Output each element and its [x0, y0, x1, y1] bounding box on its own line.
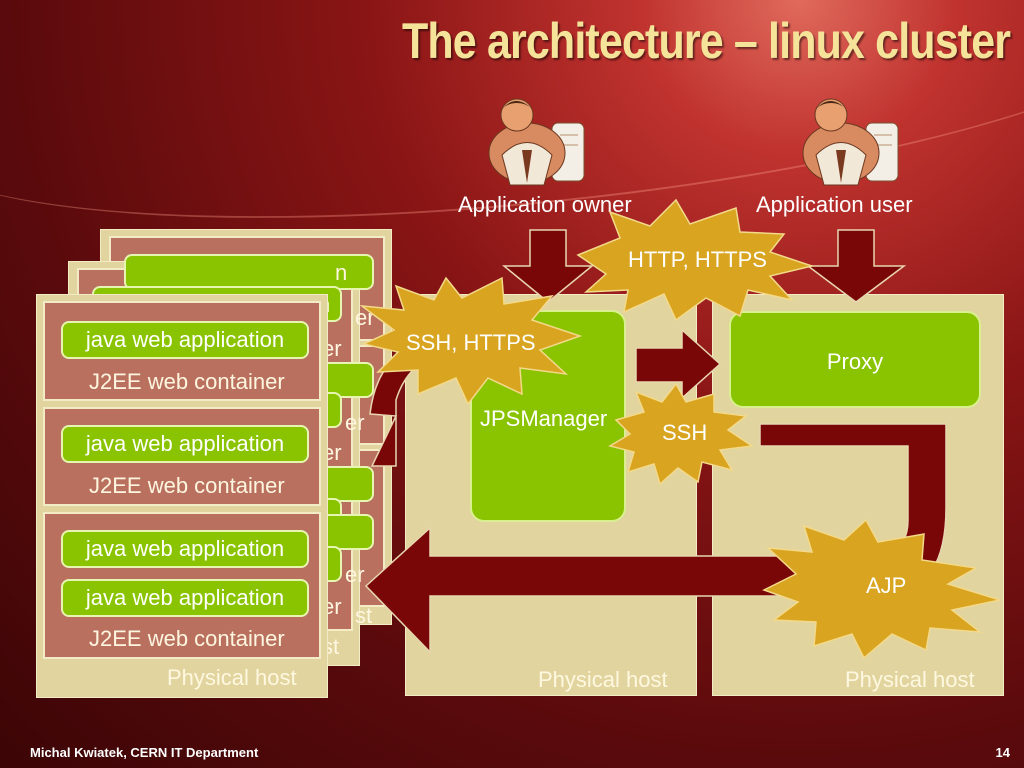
slide-title: The architecture – linux cluster	[401, 13, 1011, 69]
owner-icon	[488, 98, 585, 186]
user-icon	[802, 98, 899, 186]
java-web-application: java web application	[61, 321, 309, 359]
owner-label: Application owner	[458, 192, 632, 217]
j2ee-container-1: java web application J2EE web container	[43, 301, 321, 401]
jpsmanager-label: JPSManager	[480, 406, 608, 431]
page-number: 14	[995, 745, 1010, 760]
proxy-node: Proxy	[729, 311, 981, 408]
java-web-application-back	[124, 254, 374, 290]
container-label: J2EE web container	[89, 473, 285, 498]
back-fragment: er	[345, 410, 365, 435]
java-web-application: java web application	[61, 579, 309, 617]
back-fragment: er	[345, 562, 365, 587]
footer-author: Michal Kwiatek, CERN IT Department	[30, 745, 259, 760]
burst-ajp	[762, 518, 1001, 660]
arrow-manager-to-proxy	[635, 328, 722, 400]
arrow-owner-to-manager	[501, 229, 595, 303]
physical-host-label: Physical host	[538, 667, 668, 692]
back-fragment: st	[355, 603, 373, 628]
protocol-ssh-https: SSH, HTTPS	[406, 330, 536, 355]
protocol-ssh: SSH	[662, 420, 708, 445]
protocol-http-https: HTTP, HTTPS	[628, 247, 767, 272]
burst-http-https	[576, 198, 815, 322]
java-web-application: java web application	[61, 530, 309, 568]
back-fragment: n	[335, 260, 348, 285]
burst-ssh	[608, 382, 755, 486]
burst-ssh-https	[359, 276, 583, 406]
container-label: J2EE web container	[89, 626, 285, 651]
arrow-user-to-proxy	[805, 229, 907, 303]
j2ee-container-3: java web application java web applicatio…	[43, 512, 321, 659]
j2ee-container-2: java web application J2EE web container	[43, 407, 321, 506]
physical-host-front: java web application J2EE web container …	[36, 294, 328, 698]
physical-host-label: Physical host	[167, 665, 297, 690]
java-web-application: java web application	[61, 425, 309, 463]
physical-host-label: Physical host	[845, 667, 975, 692]
container-label: J2EE web container	[89, 369, 285, 394]
user-label: Application user	[756, 192, 913, 217]
protocol-ajp: AJP	[866, 573, 907, 598]
